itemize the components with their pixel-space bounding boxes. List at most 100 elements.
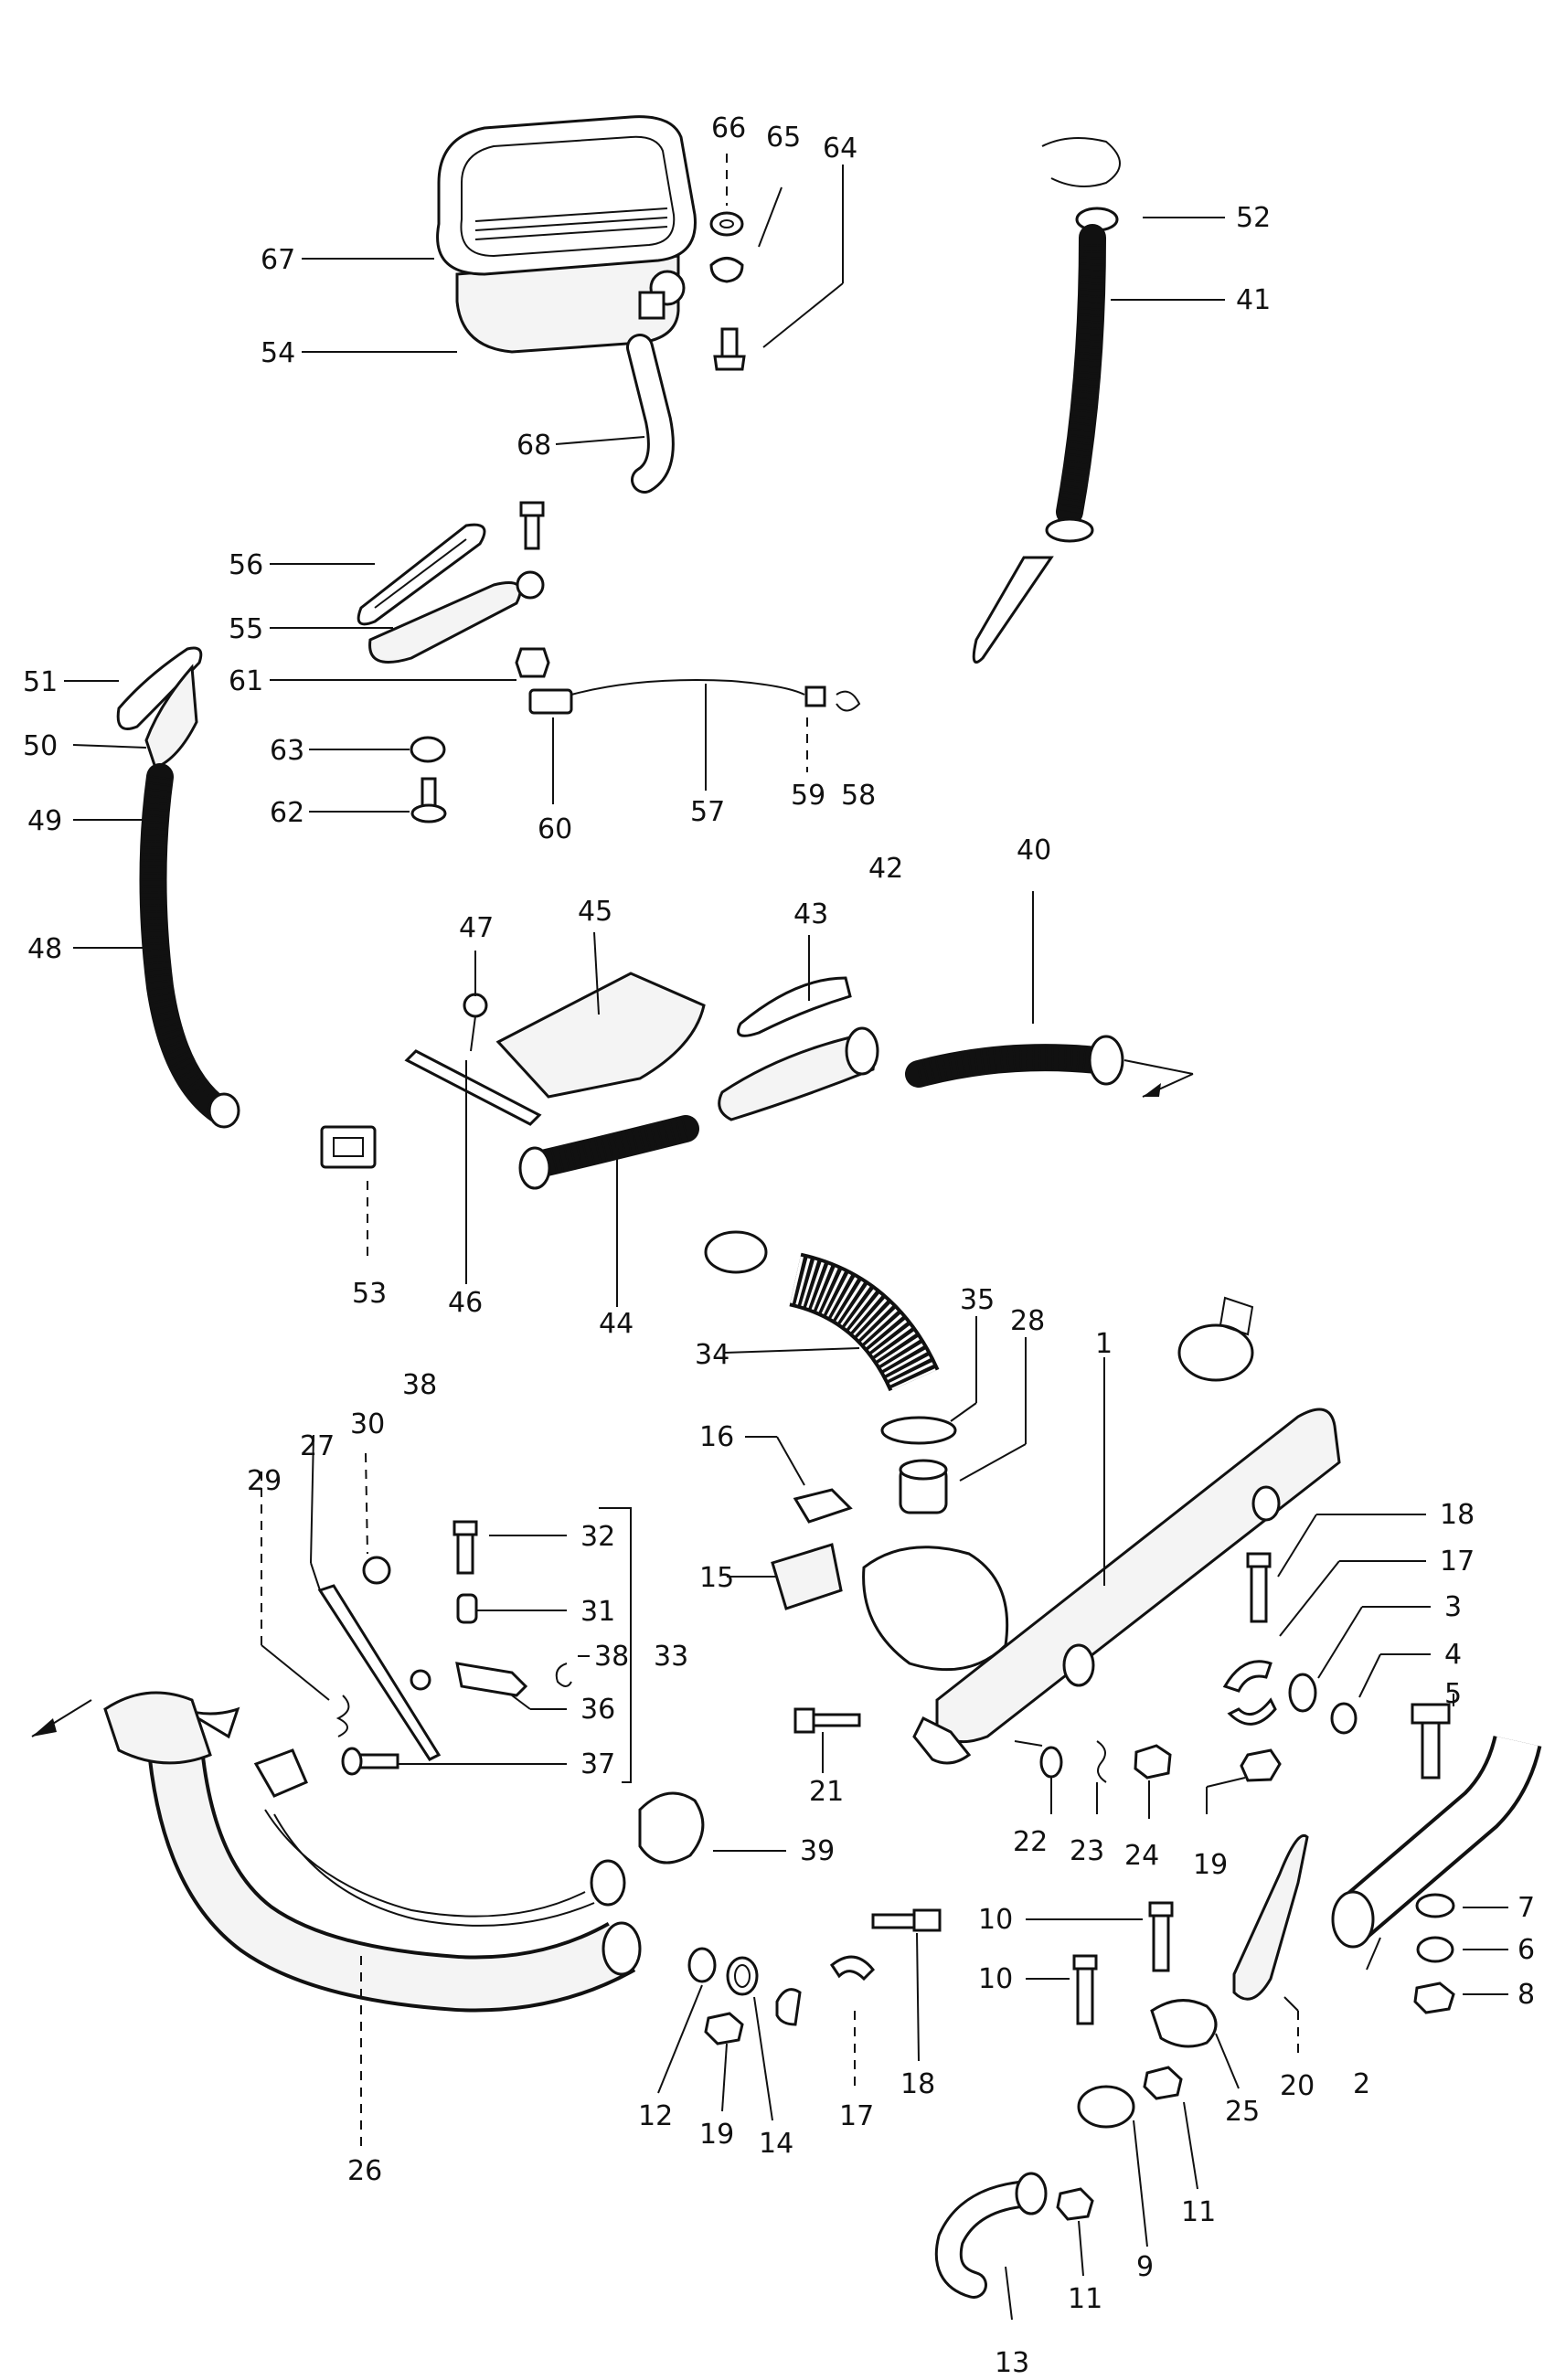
callout-39: 39 <box>800 1835 835 1867</box>
callout-51: 51 <box>23 666 58 698</box>
callout-20: 20 <box>1280 2070 1315 2102</box>
callout-9: 9 <box>1136 2251 1154 2283</box>
callout-31: 31 <box>580 1596 615 1628</box>
callout-67: 67 <box>261 244 295 276</box>
nut-8 <box>1413 1982 1455 2014</box>
gasket-51 <box>116 646 203 730</box>
callout-48: 48 <box>27 933 62 965</box>
callout-57: 57 <box>690 796 725 828</box>
connector-42 <box>718 1026 879 1121</box>
bolt-5 <box>1411 1703 1451 1780</box>
clamp-17-right <box>1222 1660 1277 1726</box>
clamp-25 <box>1150 1999 1218 2048</box>
bent-pipe-68 <box>626 334 675 494</box>
plate-55 <box>368 570 545 664</box>
exhaust-pipe-26 <box>103 1691 642 2013</box>
clamp-9 <box>1077 2085 1135 2129</box>
callout-30: 30 <box>350 1408 385 1440</box>
callout-4: 4 <box>1444 1639 1462 1671</box>
strip-46 <box>404 1049 542 1126</box>
screw-small-top <box>519 501 545 550</box>
nut-19-right <box>1240 1748 1282 1782</box>
muffler-1 <box>862 1296 1341 1765</box>
tailpipe-2 <box>1331 1735 1542 1949</box>
callout-28: 28 <box>1010 1305 1045 1337</box>
callout-37: 37 <box>580 1748 615 1780</box>
bracket-53 <box>320 1125 377 1169</box>
bolt-10-lower <box>1072 1954 1098 2025</box>
callout-18-left: 18 <box>900 2068 935 2100</box>
top-fitting-sketch <box>1041 137 1121 187</box>
callout-64: 64 <box>823 133 857 165</box>
callout-65: 65 <box>766 122 801 154</box>
spacer-31 <box>456 1593 478 1624</box>
nut-11-low <box>1056 2187 1094 2221</box>
callout-56: 56 <box>229 549 263 581</box>
pipe-nozzle <box>972 556 1054 664</box>
pin-37 <box>341 1747 399 1776</box>
spring-29 <box>335 1695 350 1737</box>
callout-29: 29 <box>247 1465 282 1497</box>
callout-55: 55 <box>229 613 263 645</box>
ring-3 <box>1288 1673 1317 1713</box>
callout-38-top: 38 <box>402 1369 437 1401</box>
callout-40: 40 <box>1017 834 1051 866</box>
lock-washer-63 <box>410 736 446 763</box>
callout-7: 7 <box>1517 1892 1535 1924</box>
callout-34: 34 <box>695 1339 729 1371</box>
clip-36 <box>455 1662 528 1697</box>
flange-15 <box>771 1543 843 1610</box>
nut-11-mid <box>1143 2066 1183 2100</box>
callout-45: 45 <box>578 896 612 928</box>
group-bracket-33 <box>599 1507 632 1783</box>
cable-57 <box>528 679 861 715</box>
callout-3: 3 <box>1444 1591 1462 1623</box>
callout-14: 14 <box>759 2128 793 2160</box>
callout-18-right: 18 <box>1440 1499 1475 1531</box>
ring-12 <box>687 1947 717 1983</box>
bolt-10-upper <box>1148 1901 1174 1972</box>
screw-64 <box>713 327 746 371</box>
gasket-16 <box>793 1488 853 1524</box>
callout-33: 33 <box>654 1641 688 1673</box>
washer-66 <box>709 211 744 237</box>
callout-35: 35 <box>960 1284 995 1316</box>
clamp-17-left <box>775 1955 876 2026</box>
callout-27: 27 <box>300 1430 335 1462</box>
callout-13: 13 <box>995 2347 1029 2379</box>
nut-24 <box>1134 1744 1172 1780</box>
callout-46: 46 <box>448 1287 483 1319</box>
spring-23 <box>1096 1740 1107 1783</box>
callout-10-upper: 10 <box>978 1904 1013 1936</box>
callout-58: 58 <box>841 780 876 812</box>
callout-32: 32 <box>580 1521 615 1553</box>
callout-1: 1 <box>1095 1328 1113 1360</box>
callout-22: 22 <box>1013 1826 1048 1858</box>
flow-arrow-right <box>1123 1059 1194 1098</box>
nut-61 <box>515 647 550 678</box>
callout-11-mid: 11 <box>1181 2196 1216 2228</box>
callout-19-left: 19 <box>699 2119 734 2151</box>
screw-47 <box>463 993 488 1052</box>
callout-43: 43 <box>793 898 828 930</box>
gasket-56 <box>357 523 486 626</box>
bolt-18-left <box>871 1908 942 1932</box>
hose-clamp-lower <box>1045 517 1094 543</box>
clamp-35 <box>880 1416 957 1445</box>
flow-arrow-left <box>31 1699 92 1737</box>
callout-61: 61 <box>229 665 263 697</box>
bolt-32 <box>453 1520 478 1575</box>
callout-25: 25 <box>1225 2096 1260 2128</box>
callout-41: 41 <box>1236 284 1271 316</box>
hose-34 <box>788 1252 940 1392</box>
callout-44: 44 <box>599 1308 634 1340</box>
callout-2: 2 <box>1353 2068 1370 2100</box>
bracket-rod-27 <box>317 1584 442 1761</box>
callout-12: 12 <box>638 2100 673 2132</box>
spring-washer-6 <box>1416 1936 1454 1963</box>
callout-59: 59 <box>791 780 825 812</box>
bracket-20 <box>1232 1833 1309 2001</box>
bolt-18-right <box>1246 1552 1272 1623</box>
leader-lines <box>64 154 1508 2321</box>
